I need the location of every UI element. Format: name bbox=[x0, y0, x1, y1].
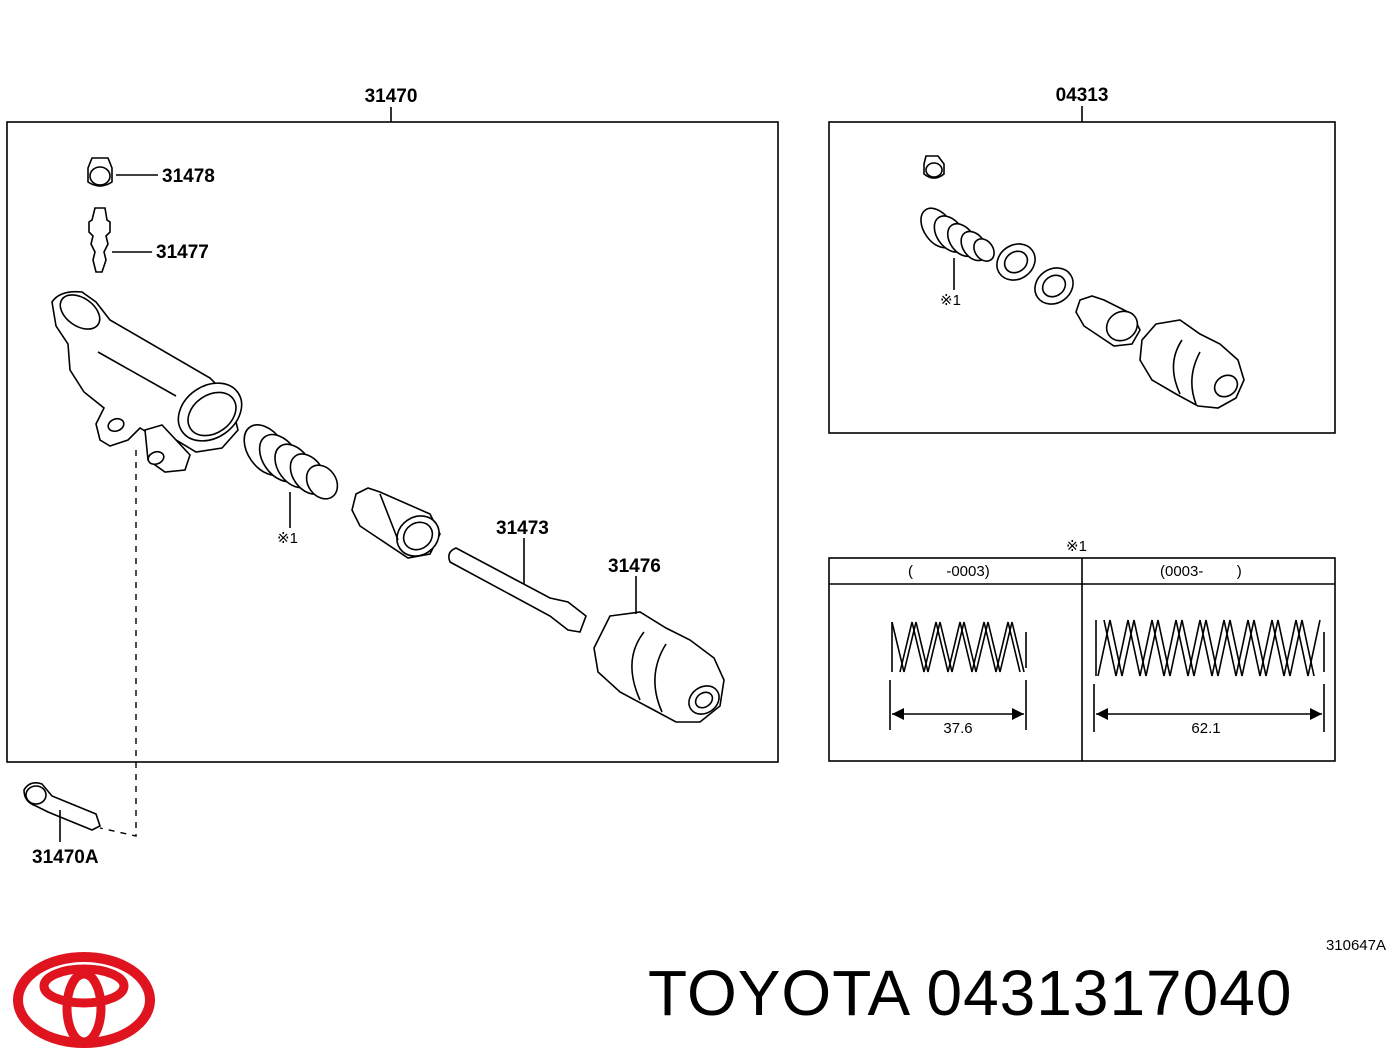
bleeder-cap-part bbox=[87, 157, 158, 187]
assembly-31470-group: 31470 31478 31477 bbox=[6, 86, 779, 837]
kit-frame bbox=[828, 121, 1336, 434]
push-rod-part bbox=[448, 538, 587, 633]
note-ref-kit: ※1 bbox=[940, 292, 961, 309]
callout-04313: 04313 bbox=[1056, 85, 1109, 106]
callout-31470a: 31470A bbox=[32, 847, 99, 868]
assembly-frame bbox=[6, 121, 779, 763]
callout-31476: 31476 bbox=[608, 556, 661, 577]
kit-04313-group: 04313 ※1 bbox=[828, 85, 1336, 434]
callout-31473: 31473 bbox=[496, 518, 549, 539]
spring-dim-right: 62.1 bbox=[1191, 720, 1220, 737]
spring-part-left bbox=[243, 424, 339, 528]
spring-dim-left: 37.6 bbox=[943, 720, 972, 737]
figure-code: 310647A bbox=[1326, 937, 1386, 954]
note-ref-table: ※1 bbox=[1066, 538, 1087, 555]
cylinder-body-part bbox=[51, 290, 243, 473]
note-ref-left: ※1 bbox=[277, 530, 298, 547]
callout-31470: 31470 bbox=[365, 86, 418, 107]
toyota-logo-icon bbox=[13, 952, 155, 1048]
bolt-part bbox=[23, 782, 101, 842]
bolt-leader-dashed bbox=[99, 450, 137, 837]
bleeder-plug-part bbox=[88, 207, 152, 273]
brand-part-number: TOYOTA 0431317040 bbox=[648, 957, 1293, 1029]
short-spring-drawing bbox=[889, 621, 1027, 730]
spring-col-left-header: ( -0003) bbox=[908, 563, 990, 580]
piston-part bbox=[351, 487, 441, 559]
boot-part bbox=[593, 576, 725, 723]
callout-31477: 31477 bbox=[156, 242, 209, 263]
long-spring-drawing bbox=[1093, 619, 1325, 732]
spring-table-group: ※1 ( -0003) (0003- ) 37.6 bbox=[828, 538, 1336, 762]
callout-31478: 31478 bbox=[162, 166, 215, 187]
spring-col-right-header: (0003- ) bbox=[1160, 563, 1242, 580]
